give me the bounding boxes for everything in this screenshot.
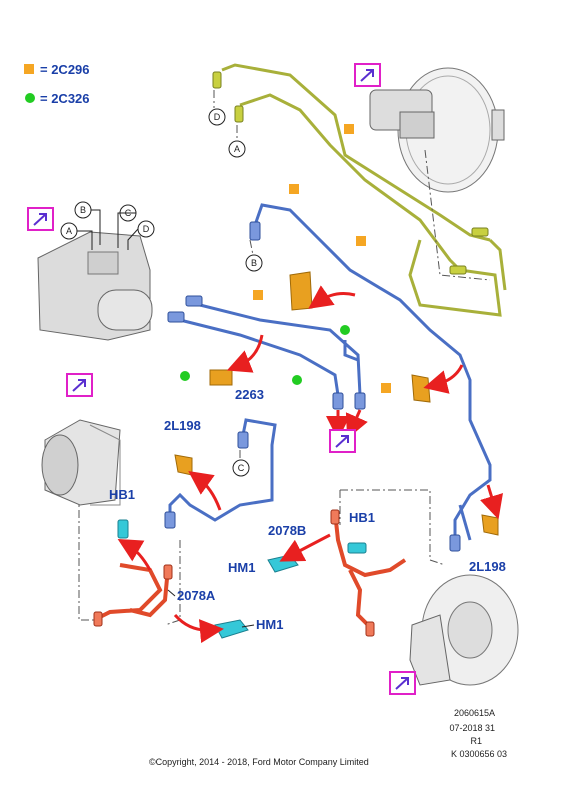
flow-arrow-icon (308, 285, 356, 309)
part-label-hb1-left: HB1 (109, 487, 135, 502)
blue-brake-pipes (168, 203, 492, 541)
callout-d-top: D (143, 224, 150, 234)
right-brake-caliper (409, 574, 519, 686)
view-marker-icon (389, 671, 416, 695)
legend-square-icon (24, 64, 34, 74)
olive-brake-pipes (221, 63, 507, 317)
legend-label-2c296: = 2C296 (40, 62, 90, 77)
part-label-2078a: 2078A (177, 588, 216, 603)
2c296-marker-icon (356, 236, 366, 246)
part-label-2l198-left: 2L198 (164, 418, 201, 433)
label-leader-hm1 (241, 624, 255, 628)
legend: = 2C296 = 2C326 (24, 62, 90, 106)
left-brake-caliper (41, 419, 121, 506)
footer-copyright: ©Copyright, 2014 - 2018, Ford Motor Comp… (149, 757, 369, 767)
callout-d-upper: D (214, 112, 221, 122)
callout-c-top: C (125, 208, 132, 218)
footer-ref-4: K 0300656 03 (451, 749, 507, 759)
view-marker-icon (27, 207, 54, 231)
brake-booster (369, 67, 505, 193)
flow-arrow-icon (188, 471, 222, 511)
hose-end-fittings (93, 509, 375, 637)
flow-arrow-icon (226, 334, 264, 373)
callout-b-mid: B (251, 258, 257, 268)
legend-label-2c326: = 2C326 (40, 91, 90, 106)
footer-ref-1: 2060615A (454, 708, 495, 718)
2c296-marker-icon (381, 383, 391, 393)
part-label-hm1-left: HM1 (256, 617, 283, 632)
olive-pipe-fittings (212, 71, 489, 275)
2c296-marker-icon (253, 290, 263, 300)
label-leader-2078a (167, 589, 176, 597)
callout-a-upper: A (234, 144, 240, 154)
part-label-2l198-right: 2L198 (469, 559, 506, 574)
view-marker-icon (66, 373, 93, 397)
footer-ref-3: R1 (470, 736, 482, 746)
flow-arrow-icon (117, 538, 152, 571)
part-label-hm1-right: HM1 (228, 560, 255, 575)
green-clip-markers (180, 325, 350, 385)
red-flow-arrows (117, 285, 503, 644)
footer-ref-2: 07-2018 31 (449, 723, 495, 733)
view-marker-icon (329, 429, 356, 453)
flow-arrow-icon (345, 409, 368, 439)
part-label-2263: 2263 (235, 387, 264, 402)
part-label-hb1-right: HB1 (349, 510, 375, 525)
legend-circle-icon (25, 93, 35, 103)
callout-c-mid: C (238, 463, 245, 473)
flow-arrow-icon (279, 533, 331, 562)
flow-arrow-icon (423, 364, 464, 394)
abs-module (37, 231, 153, 341)
callout-leaders (77, 209, 139, 250)
view-marker-icon (354, 63, 381, 87)
part-label-2078b: 2078B (268, 523, 306, 538)
callout-a-top: A (66, 226, 72, 236)
view-markers (27, 63, 416, 695)
2c296-marker-icon (344, 124, 354, 134)
blue-pipe-fittings (164, 221, 461, 552)
flow-arrow-icon (480, 484, 503, 520)
2c296-marker-icon (289, 184, 299, 194)
flow-arrow-icon (173, 613, 224, 644)
callout-b-top: B (80, 205, 86, 215)
red-brake-hoses (97, 511, 407, 627)
